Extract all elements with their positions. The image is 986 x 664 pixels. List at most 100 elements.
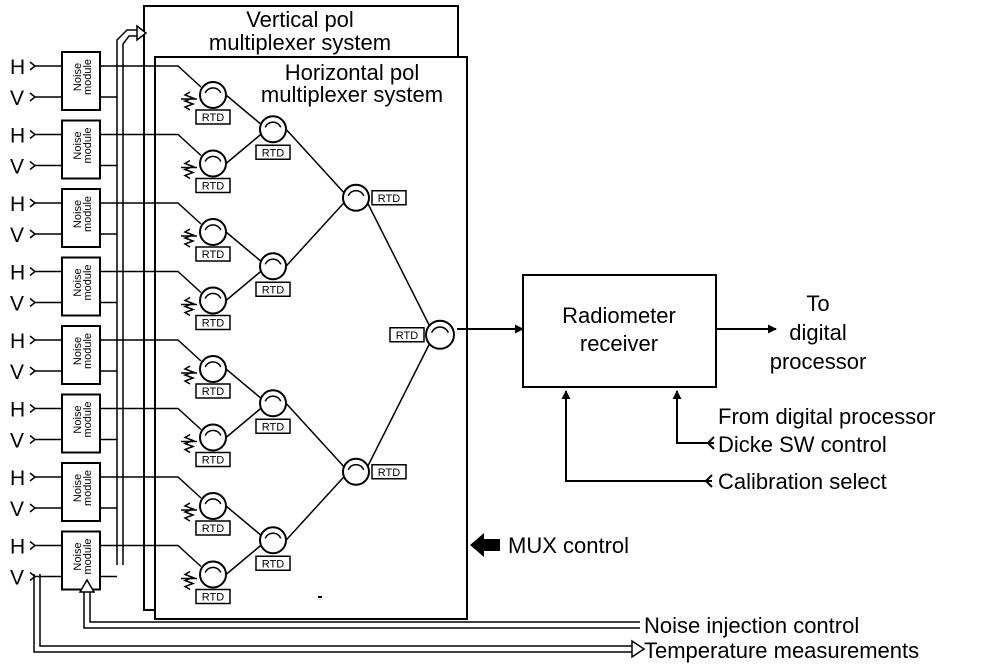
module-bus-arrowhead — [136, 24, 148, 42]
horizontal-pol-title-line2: multiplexer system — [261, 82, 443, 107]
noise-module-box — [61, 188, 101, 248]
level1-switch — [199, 560, 227, 589]
rtd-level1-box — [195, 451, 231, 468]
input-h-chevron — [29, 335, 37, 345]
radiometer-receiver-box — [522, 274, 717, 388]
mux-control-arrow — [470, 533, 500, 557]
input-h-chevron — [29, 129, 37, 140]
noise-module-box — [61, 51, 101, 111]
level2-switch-arc — [264, 258, 282, 265]
input-v-chevron — [29, 434, 37, 445]
h-input-to-switch — [117, 476, 202, 499]
noise-module-box — [61, 325, 101, 385]
noise-module-label-line2: module — [82, 333, 94, 369]
rtd-level2-label: RTD — [262, 147, 284, 159]
rtd-level3-box — [371, 464, 407, 480]
h-input-to-switch — [117, 544, 202, 568]
link-l1-l2 — [225, 94, 262, 125]
input-h-label: H — [10, 56, 25, 79]
level2-switch-arc — [264, 395, 282, 402]
input-v-label: V — [10, 87, 24, 110]
level1-switch — [199, 355, 227, 383]
input-v-chevron — [29, 297, 37, 308]
link-l2-l3 — [285, 202, 345, 267]
noise-module-label-line1: Noise — [72, 542, 84, 570]
temperature-measurements-bus — [33, 574, 634, 653]
rtd-level1-label: RTD — [202, 249, 224, 261]
link-l1-l2 — [225, 407, 262, 439]
input-h-label: H — [10, 399, 25, 422]
output-label-line3: processor — [770, 349, 867, 374]
input-v-chevron — [29, 503, 37, 513]
rtd-level2-label: RTD — [262, 284, 284, 296]
link-l3-l4 — [367, 203, 431, 328]
rtd-level2-box — [255, 555, 291, 571]
rtd-level2-box — [255, 418, 291, 434]
switch-tree: RTDRTDRTDRTDRTDRTDRTDRTDRTDRTDRTDRTDRTDR… — [117, 65, 455, 605]
input-h-label: H — [10, 330, 25, 353]
level1-switch-arc — [204, 87, 222, 94]
load-resistor-icon — [182, 91, 196, 111]
input-v-chevron — [29, 229, 37, 239]
rtd-level1-box — [195, 177, 231, 194]
load-resistor-icon — [182, 296, 196, 317]
rtd-level2-label: RTD — [262, 421, 284, 433]
load-resistor-icon — [182, 159, 196, 180]
input-h-chevron — [29, 198, 37, 208]
level1-switch-arc — [204, 224, 222, 231]
rtd-level1-box — [195, 520, 231, 536]
noise-module-label-line1: Noise — [72, 63, 84, 91]
rtd-level1-label: RTD — [202, 592, 224, 604]
level2-switch — [259, 252, 287, 281]
rtd-level1-box — [195, 246, 231, 262]
load-resistor-icon — [182, 228, 196, 248]
rtd-level1-box — [195, 383, 231, 399]
link-l1-l2 — [225, 270, 262, 302]
h-input-to-switch — [117, 133, 202, 157]
temperature-measurements-label: Temperature measurements — [644, 638, 919, 663]
link-l1-l2 — [225, 368, 262, 399]
h-input-to-switch — [117, 407, 202, 431]
rtd-level2-box — [255, 144, 291, 160]
rtd-final-box — [389, 327, 425, 343]
level1-switch-arc — [204, 498, 222, 505]
input-h-chevron — [29, 540, 37, 551]
noise-module-label-line1: Noise — [72, 337, 84, 365]
link-l1-l2 — [225, 505, 262, 536]
dicke-control-line — [672, 390, 714, 444]
noise-module-label-line2: module — [82, 401, 94, 437]
noise-injection-bus-arrowhead — [78, 578, 96, 593]
noise-module-label-line1: Noise — [72, 474, 84, 502]
link-l2-l3 — [285, 402, 345, 468]
rtd-final-label: RTD — [396, 330, 418, 342]
noise-module-label-line2: module — [82, 538, 94, 574]
rtd-level3-box — [371, 190, 407, 206]
noise-module-label-line2: module — [82, 59, 94, 95]
noise-module-label-line1: Noise — [72, 200, 84, 228]
calibration-select-label: Calibration select — [718, 469, 887, 494]
level3-switch-arc — [347, 189, 365, 197]
noise-module-label-line1: Noise — [72, 131, 84, 159]
output-label-line2: digital — [789, 320, 846, 345]
noise-module-label-line2: module — [82, 196, 94, 232]
level1-switch — [199, 218, 227, 246]
dicke-label-line1: From digital processor — [718, 404, 936, 429]
link-l1-l2 — [225, 231, 262, 262]
calibration-select-line — [561, 390, 712, 482]
vertical-pol-title-line1: Vertical pol — [246, 7, 354, 32]
input-h-chevron — [29, 403, 37, 414]
level1-switch — [199, 81, 227, 109]
input-h-label: H — [10, 262, 25, 285]
h-input-to-switch — [117, 65, 202, 88]
rtd-level1-label: RTD — [202, 523, 224, 535]
noise-module-box — [61, 256, 101, 317]
temperature-measurements-arrowhead — [631, 639, 646, 659]
input-v-chevron — [29, 160, 37, 171]
rtd-level1-label: RTD — [202, 386, 224, 398]
input-h-label: H — [10, 467, 25, 490]
noise-module-label-line2: module — [82, 264, 94, 300]
dicke-control-tick — [706, 436, 715, 450]
input-h-label: H — [10, 193, 25, 216]
level2-switch — [259, 389, 287, 418]
load-resistor-icon — [182, 365, 196, 385]
